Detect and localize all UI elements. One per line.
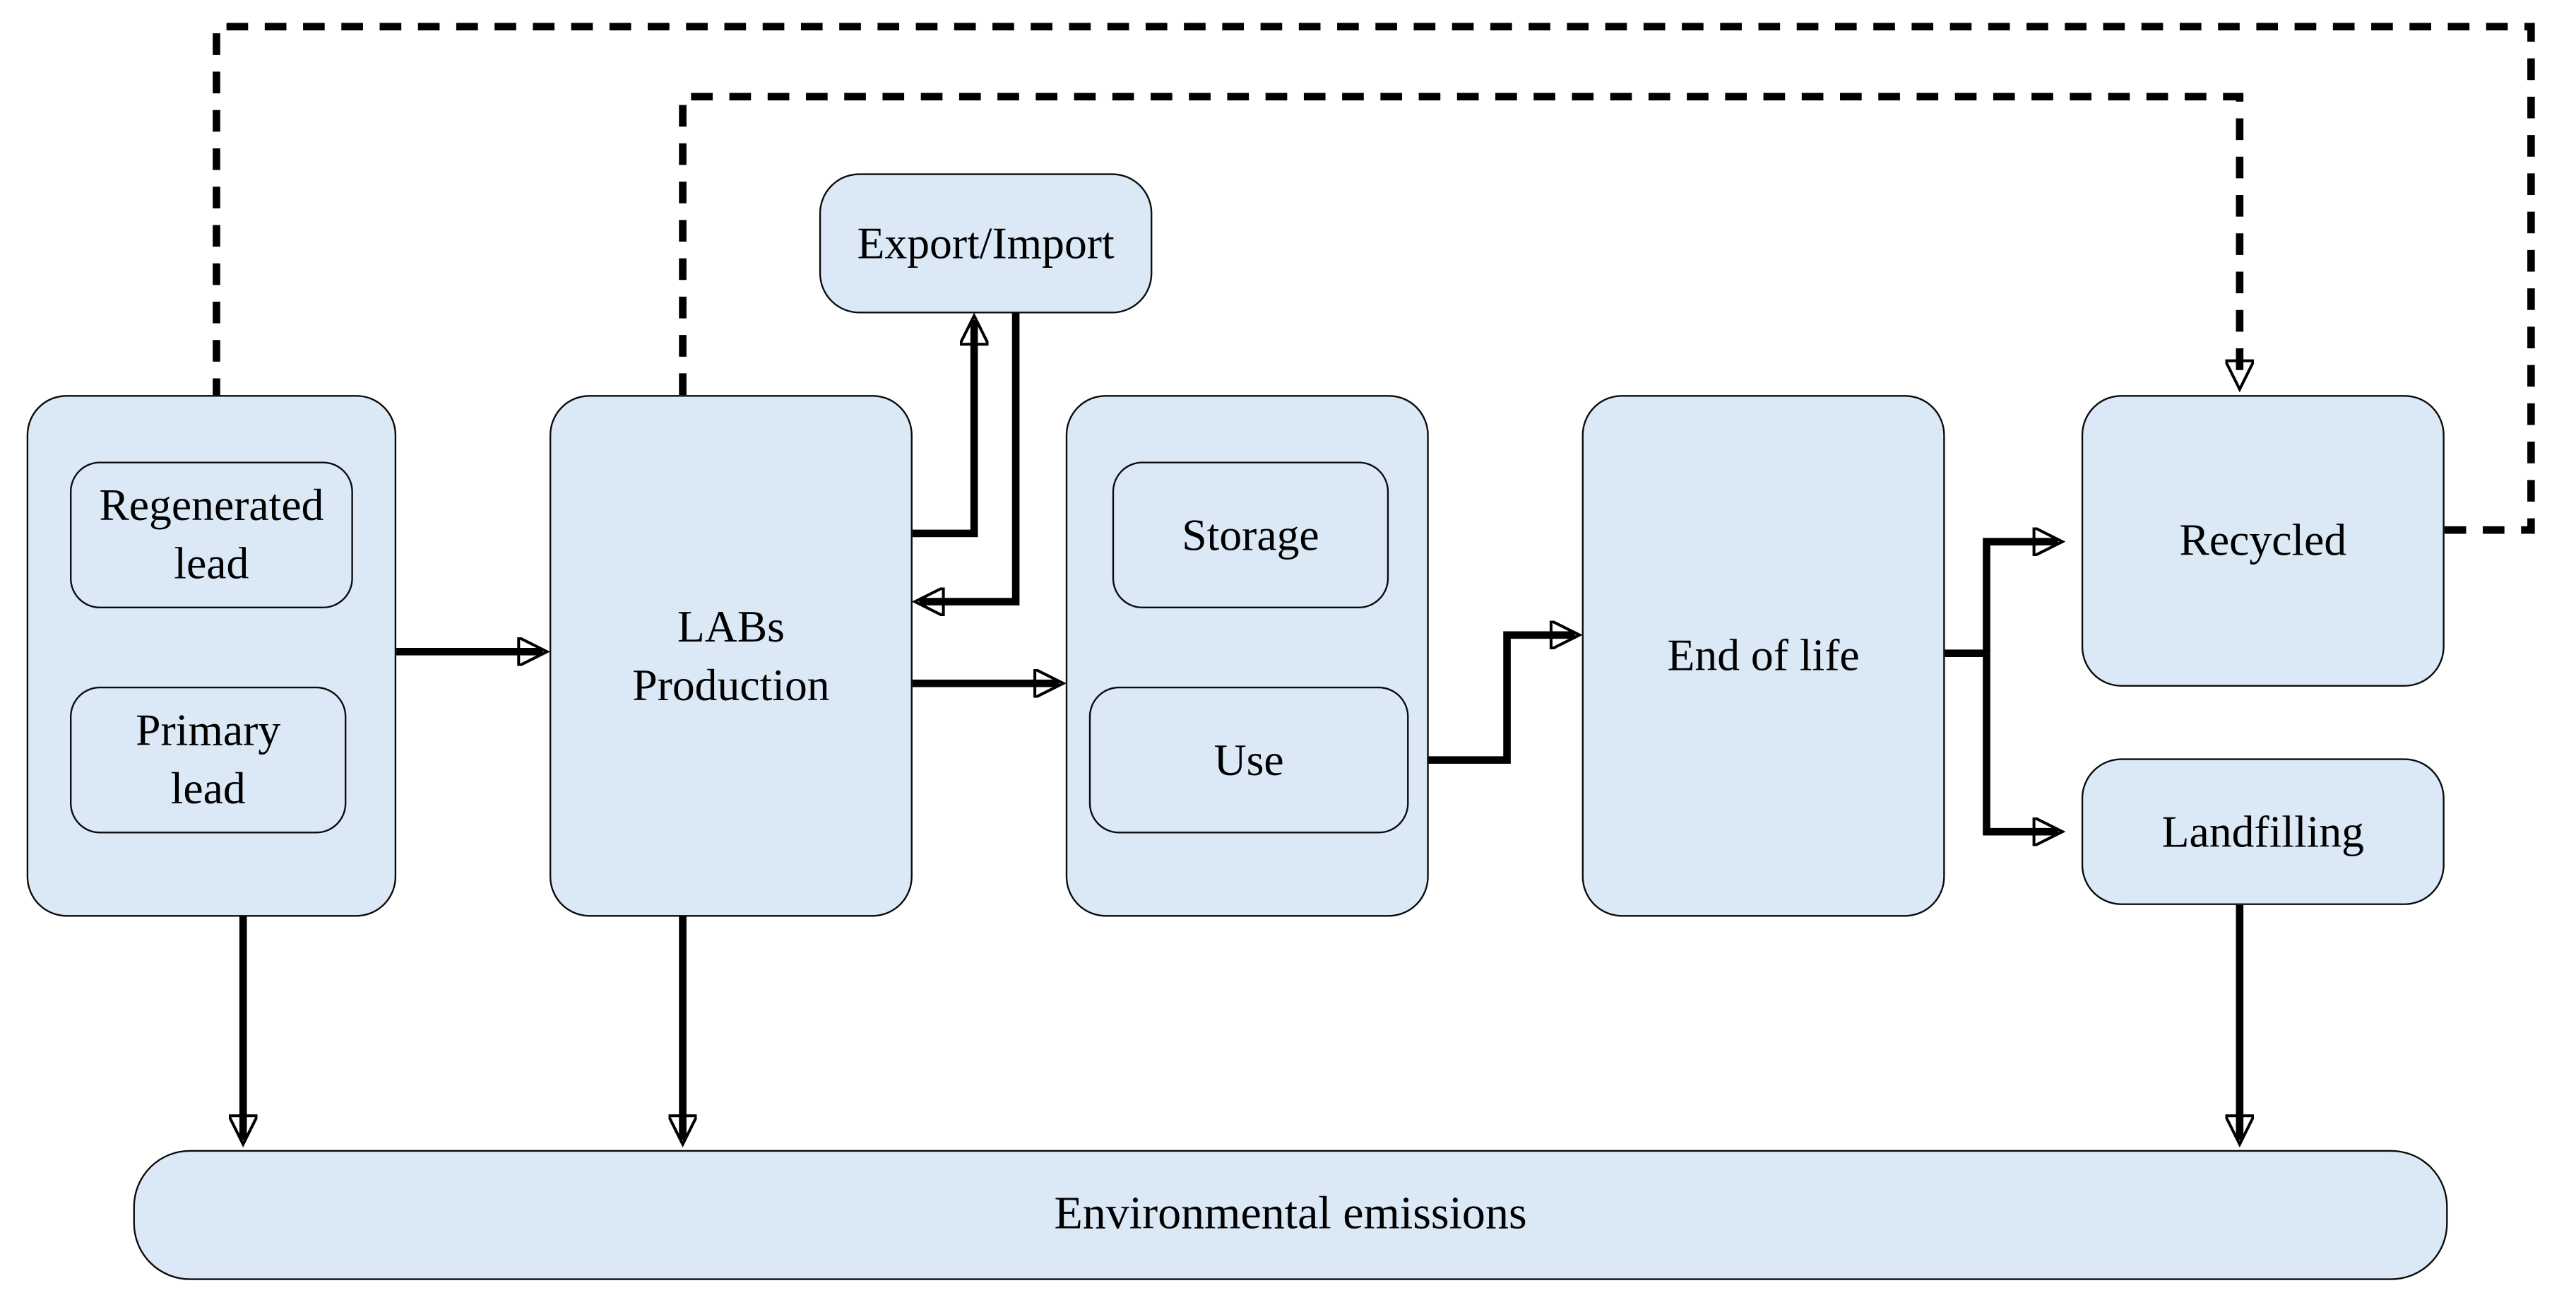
node-recycled: Recycled <box>2081 395 2445 687</box>
node-primary-lead: Primary lead <box>70 686 347 834</box>
edge-labs-to-recycled-dashed <box>679 93 2240 396</box>
node-regenerated-lead-label: Regenerated lead <box>99 480 324 589</box>
node-export-import-label: Export/Import <box>857 218 1115 268</box>
node-labs-production: LABs Production <box>549 395 913 917</box>
edge-end-of-life-to-landfilling <box>1983 653 2058 832</box>
node-labs-production-label: LABs Production <box>632 601 830 709</box>
node-end-of-life-label: End of life <box>1667 630 1860 680</box>
node-recycled-label: Recycled <box>2179 515 2347 566</box>
node-landfilling: Landfilling <box>2081 758 2445 905</box>
edge-recycled-to-regenerated-lead-dashed <box>216 23 2535 534</box>
edge-export-import-to-labs <box>919 313 1020 601</box>
node-landfilling-label: Landfilling <box>2161 806 2365 856</box>
node-environmental-emissions: Environmental emissions <box>133 1150 2448 1280</box>
edge-end-of-life-to-recycled <box>1983 542 2058 654</box>
node-regenerated-lead: Regenerated lead <box>70 461 353 609</box>
edge-use-to-end-of-life <box>1408 635 1575 764</box>
edge-labs-to-export-import <box>912 320 974 538</box>
node-storage: Storage <box>1112 461 1389 609</box>
node-use: Use <box>1088 686 1409 834</box>
node-primary-lead-label: Primary lead <box>136 705 281 814</box>
node-export-import: Export/Import <box>819 173 1153 314</box>
node-storage-label: Storage <box>1182 509 1319 560</box>
node-end-of-life: End of life <box>1581 395 1945 917</box>
node-use-label: Use <box>1213 734 1284 785</box>
node-environmental-emissions-label: Environmental emissions <box>1054 1188 1527 1241</box>
